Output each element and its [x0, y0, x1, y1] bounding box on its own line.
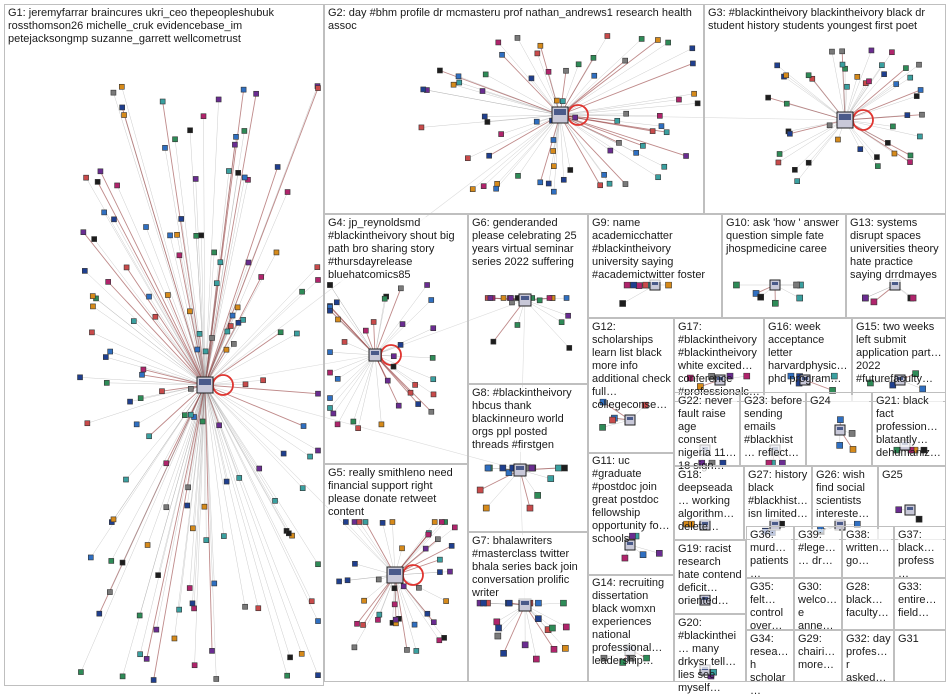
group-box-g13[interactable]: G13: systems disrupt spaces universities… — [846, 214, 946, 318]
group-box-g17[interactable]: G17: #blackintheivory #blackintheivory w… — [674, 318, 764, 402]
group-box-g11[interactable]: G11: uc #graduate #postdoc join great po… — [588, 452, 674, 576]
group-box-g19[interactable]: G19: racist research hate contend defici… — [674, 540, 746, 614]
group-label: G33: entire field… — [898, 581, 943, 607]
group-label: G8: #blackintheivory hbcus thank blackin… — [472, 387, 585, 452]
group-label: G26: wish find social scientists interes… — [816, 469, 875, 521]
group-label: G11: uc #graduate #postdoc join great po… — [592, 455, 671, 533]
group-box-g6[interactable]: G6: genderanded please celebrating 25 ye… — [468, 214, 588, 384]
group-box-g22[interactable]: G22: never fault raise age consent niger… — [674, 392, 740, 466]
group-box-g14[interactable]: G14: recruiting dissertation black womxn… — [588, 574, 674, 682]
group-label: G38: written go… — [846, 529, 891, 555]
group-label: G34: research scholar… — [750, 633, 791, 659]
group-box-g21[interactable]: G21: black fact profession… blatantly de… — [872, 392, 946, 466]
group-label: G13: systems disrupt spaces universities… — [850, 217, 943, 282]
group-label: G18: deepseada… working algorithm delete… — [678, 469, 741, 521]
group-box-g18[interactable]: G18: deepseada… working algorithm delete… — [674, 466, 744, 540]
group-box-g1[interactable]: G1: jeremyfarrar braincures ukri_ceo the… — [4, 4, 324, 686]
group-label: G25 — [882, 469, 943, 482]
group-box-g39[interactable]: G39: #legen… dr… — [794, 526, 842, 578]
group-box-g8[interactable]: G8: #blackintheivory hbcus thank blackin… — [468, 384, 588, 532]
group-label: G27: history black #blackhist… isn limit… — [748, 469, 809, 521]
group-box-g12[interactable]: G12: scholarships learn list black more … — [588, 318, 674, 454]
group-label: G35: felt control over… — [750, 581, 791, 607]
group-box-g31[interactable]: G31 — [894, 630, 946, 682]
group-box-g10[interactable]: G10: ask 'how ' answer question simple f… — [722, 214, 846, 318]
group-label: G1: jeremyfarrar braincures ukri_ceo the… — [8, 7, 321, 46]
group-label: G22: never fault raise age consent niger… — [678, 395, 737, 460]
group-label: G28: black faculty… — [846, 581, 891, 607]
group-box-g29[interactable]: G29: chairing more… — [794, 630, 842, 682]
group-box-g3[interactable]: G3: #blackintheivory blackintheivory bla… — [704, 4, 946, 214]
group-box-g5[interactable]: G5: really smithleno need financial supp… — [324, 464, 468, 682]
group-box-g16[interactable]: G16: week acceptance letter harvardphysi… — [764, 318, 852, 402]
group-label: G37: black profess… — [898, 529, 943, 555]
group-label: G23: before sending emails #blackhist… r… — [744, 395, 803, 460]
group-label: G5: really smithleno need financial supp… — [328, 467, 465, 519]
group-box-g30[interactable]: G30: welcome anne… — [794, 578, 842, 630]
group-label: G6: genderanded please celebrating 25 ye… — [472, 217, 585, 269]
group-box-g2[interactable]: G2: day #bhm profile dr mcmasteru prof n… — [324, 4, 704, 214]
group-box-g34[interactable]: G34: research scholar… — [746, 630, 794, 682]
group-box-g24[interactable]: G24 — [806, 392, 872, 466]
group-label: G14: recruiting dissertation black womxn… — [592, 577, 671, 655]
group-label: G15: two weeks left submit application p… — [856, 321, 943, 360]
group-box-g33[interactable]: G33: entire field… — [894, 578, 946, 630]
group-label: G7: bhalawriters #masterclass twitter bh… — [472, 535, 585, 600]
group-label: G32: day professor asked… — [846, 633, 891, 659]
group-label: G24 — [810, 395, 869, 408]
group-label: G19: racist research hate contend defici… — [678, 543, 743, 595]
group-label: G39: #legen… dr… — [798, 529, 839, 555]
group-label: G36: murder patients… — [750, 529, 791, 555]
group-box-g15[interactable]: G15: two weeks left submit application p… — [852, 318, 946, 402]
group-box-g9[interactable]: G9: name academicchatter #blackintheivor… — [588, 214, 722, 318]
group-label: G31 — [898, 633, 943, 646]
group-label: G3: #blackintheivory blackintheivory bla… — [708, 7, 943, 33]
group-label: G30: welcome anne… — [798, 581, 839, 607]
group-box-g4[interactable]: G4: jp_reynoldsmd #blackintheivory shout… — [324, 214, 468, 464]
group-box-g7[interactable]: G7: bhalawriters #masterclass twitter bh… — [468, 532, 588, 682]
group-label: G21: black fact profession… blatantly de… — [876, 395, 943, 447]
group-box-g20[interactable]: G20: #blackinthei… many drkysr tell lies… — [674, 614, 746, 682]
group-box-g36[interactable]: G36: murder patients… — [746, 526, 794, 578]
group-label: G9: name academicchatter #blackintheivor… — [592, 217, 719, 282]
group-label: G20: #blackinthei… many drkysr tell lies… — [678, 617, 743, 669]
group-label: G16: week acceptance letter harvardphysi… — [768, 321, 849, 373]
group-box-g23[interactable]: G23: before sending emails #blackhist… r… — [740, 392, 806, 466]
group-label: G12: scholarships learn list black more … — [592, 321, 671, 399]
group-label: G29: chairing more… — [798, 633, 839, 659]
group-box-g37[interactable]: G37: black profess… — [894, 526, 946, 578]
group-label: G10: ask 'how ' answer question simple f… — [726, 217, 843, 256]
group-box-g28[interactable]: G28: black faculty… — [842, 578, 894, 630]
group-label: G2: day #bhm profile dr mcmasteru prof n… — [328, 7, 701, 33]
group-label: G17: #blackintheivory #blackintheivory w… — [678, 321, 761, 373]
group-label: G4: jp_reynoldsmd #blackintheivory shout… — [328, 217, 465, 282]
group-box-g32[interactable]: G32: day professor asked… — [842, 630, 894, 682]
group-box-g38[interactable]: G38: written go… — [842, 526, 894, 578]
group-box-g35[interactable]: G35: felt control over… — [746, 578, 794, 630]
